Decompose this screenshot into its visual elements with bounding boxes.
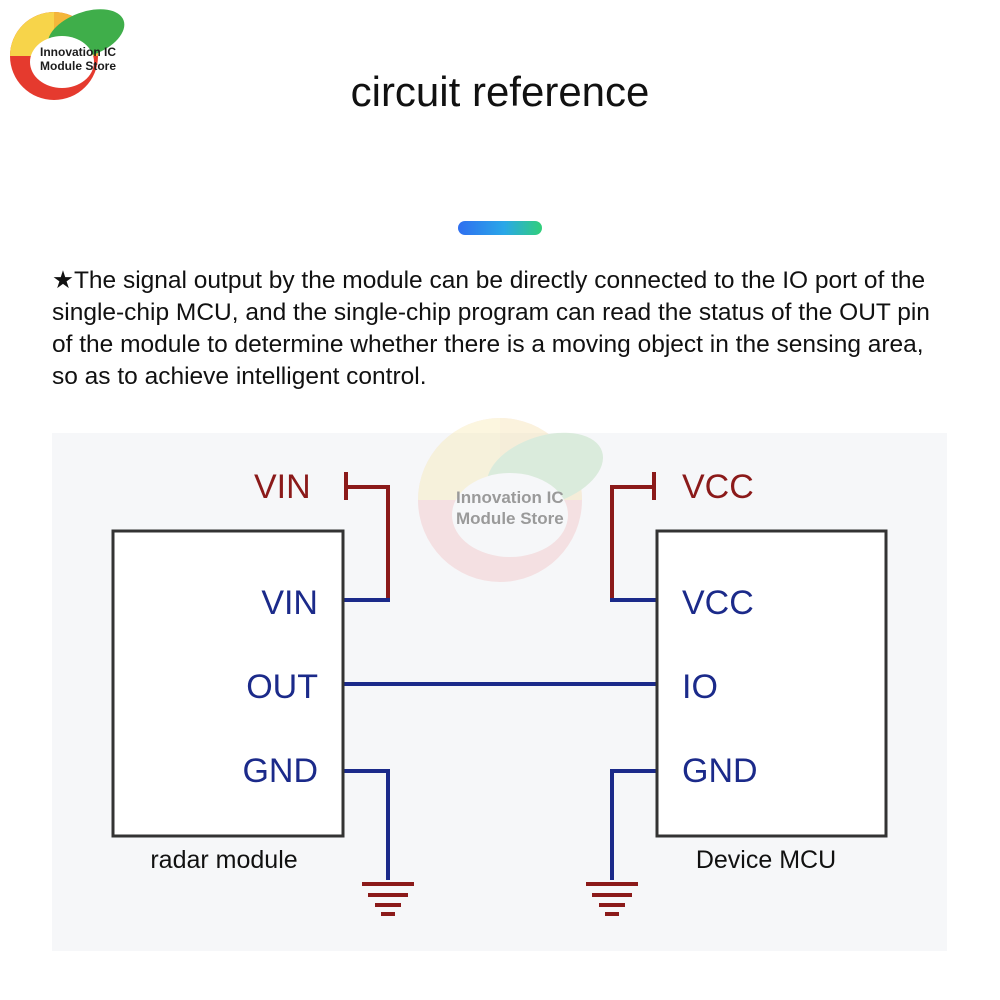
- mcu-pin-gnd: GND: [682, 752, 758, 790]
- vcc-supply-stub: [610, 485, 654, 600]
- watermark-logo: [418, 418, 604, 582]
- vin-supply-stub: [346, 485, 390, 600]
- supply-label-vin: VIN: [254, 468, 311, 506]
- radar-pin-gnd: GND: [242, 752, 318, 790]
- supply-label-vcc: VCC: [682, 468, 754, 506]
- logo-line-2: Module Store: [40, 59, 117, 73]
- logo-text: Innovation IC Module Store: [40, 45, 140, 73]
- supply-wiring: [344, 472, 656, 600]
- title-accent-bar: [458, 221, 542, 235]
- page-title: circuit reference: [350, 68, 650, 115]
- radar-pin-out: OUT: [246, 668, 318, 706]
- watermark-line-2: Module Store: [456, 509, 564, 528]
- logo-line-1: Innovation IC: [40, 45, 116, 59]
- mcu-pin-vcc: VCC: [682, 584, 754, 622]
- store-logo: Innovation IC Module Store: [4, 4, 132, 104]
- radar-pin-vin: VIN: [261, 584, 318, 622]
- watermark-line-1: Innovation IC: [456, 488, 564, 507]
- mcu-pin-io: IO: [682, 668, 718, 706]
- device-mcu-block: [655, 529, 888, 838]
- signal-wiring: [343, 598, 657, 880]
- right-gnd-wire: [610, 769, 657, 880]
- radar-module-block: [111, 529, 345, 838]
- ground-right-icon: [586, 882, 638, 916]
- radar-module-caption: radar module: [150, 846, 297, 874]
- device-mcu-caption: Device MCU: [696, 846, 836, 874]
- ground-left-icon: [362, 882, 414, 916]
- leaf-logo-icon: [10, 9, 125, 100]
- description-text: ★The signal output by the module can be …: [52, 267, 930, 390]
- left-gnd-wire: [343, 769, 390, 880]
